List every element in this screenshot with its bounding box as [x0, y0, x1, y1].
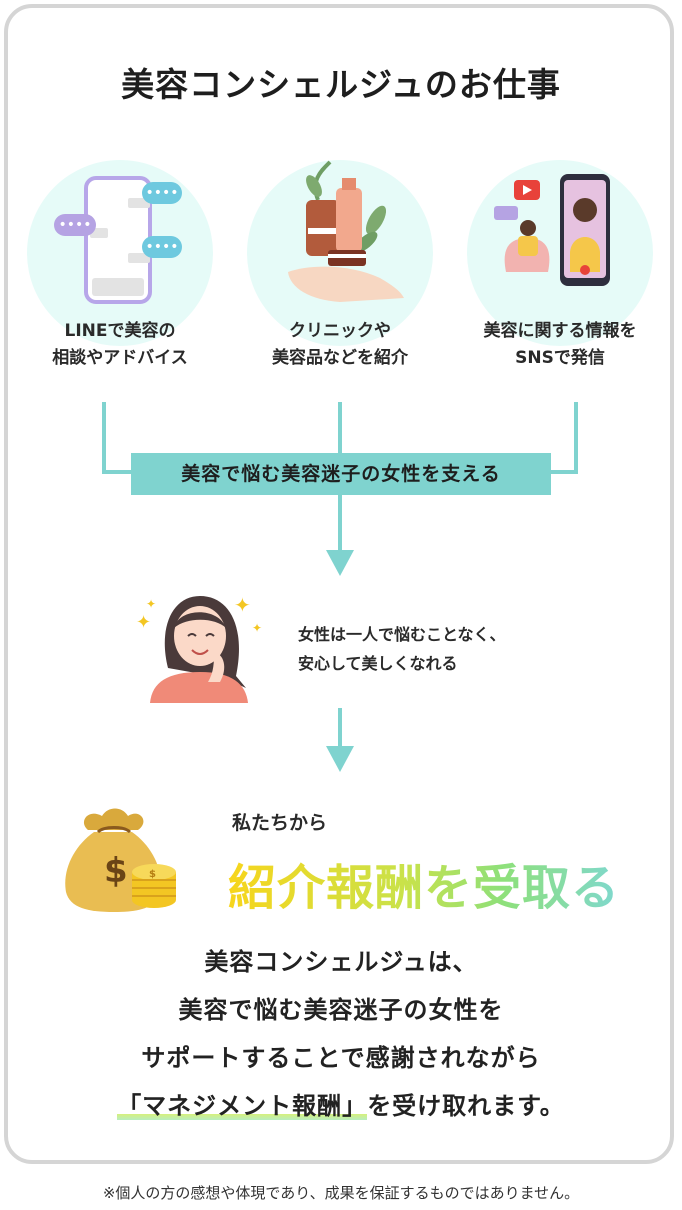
- svg-text:••••: ••••: [145, 185, 178, 201]
- connector-center: [338, 402, 342, 454]
- svg-text:$: $: [104, 851, 128, 891]
- cosmetics-hand-icon: [288, 160, 404, 302]
- reward-from: 私たちから: [232, 812, 328, 834]
- svg-text:✦: ✦: [252, 621, 262, 635]
- connector-left: [102, 402, 106, 474]
- svg-text:✦: ✦: [136, 612, 151, 633]
- summary-text: 美容コンシェルジュは、 美容で悩む美容迷子の女性を サポートすることで感謝されな…: [117, 948, 565, 1120]
- arrow-shaft-1: [338, 495, 342, 553]
- svg-text:✦: ✦: [234, 593, 251, 617]
- job-caption-sns: 美容に関する情報を SNSで発信: [483, 321, 637, 368]
- chat-phone-icon: •••• •••• ••••: [54, 176, 182, 304]
- support-band: 美容で悩む美容迷子の女性を支える: [131, 453, 551, 495]
- job-caption-clinic: クリニックや 美容品などを紹介: [272, 321, 408, 368]
- page-title: 美容コンシェルジュのお仕事: [121, 65, 561, 104]
- svg-text:✦: ✦: [146, 597, 156, 611]
- connector-right-foot: [550, 470, 578, 474]
- arrow-down-icon: [326, 550, 354, 576]
- management-reward-highlight: 「マネジメント報酬」: [117, 1092, 368, 1120]
- disclaimer-footnote: ※個人の方の感想や体現であり、成果を保証するものではありません。: [102, 1184, 580, 1202]
- svg-text:••••: ••••: [145, 239, 178, 255]
- connector-right: [574, 402, 578, 474]
- arrow-down-icon-2: [326, 746, 354, 772]
- reward-headline: 紹介報酬を受取る: [228, 848, 620, 918]
- svg-text:$: $: [149, 869, 156, 880]
- connector-left-foot: [102, 470, 132, 474]
- sns-influencer-icon: [494, 174, 610, 286]
- happy-woman-icon: ✦ ✦ ✦ ✦: [136, 593, 262, 703]
- woman-message: 女性は一人で悩むことなく、 安心して美しくなれる: [298, 625, 506, 673]
- money-bag-icon: $ $: [65, 808, 176, 912]
- job-caption-line: LINEで美容の 相談やアドバイス: [52, 321, 188, 368]
- svg-text:••••: ••••: [58, 217, 91, 233]
- arrow-shaft-2: [338, 708, 342, 748]
